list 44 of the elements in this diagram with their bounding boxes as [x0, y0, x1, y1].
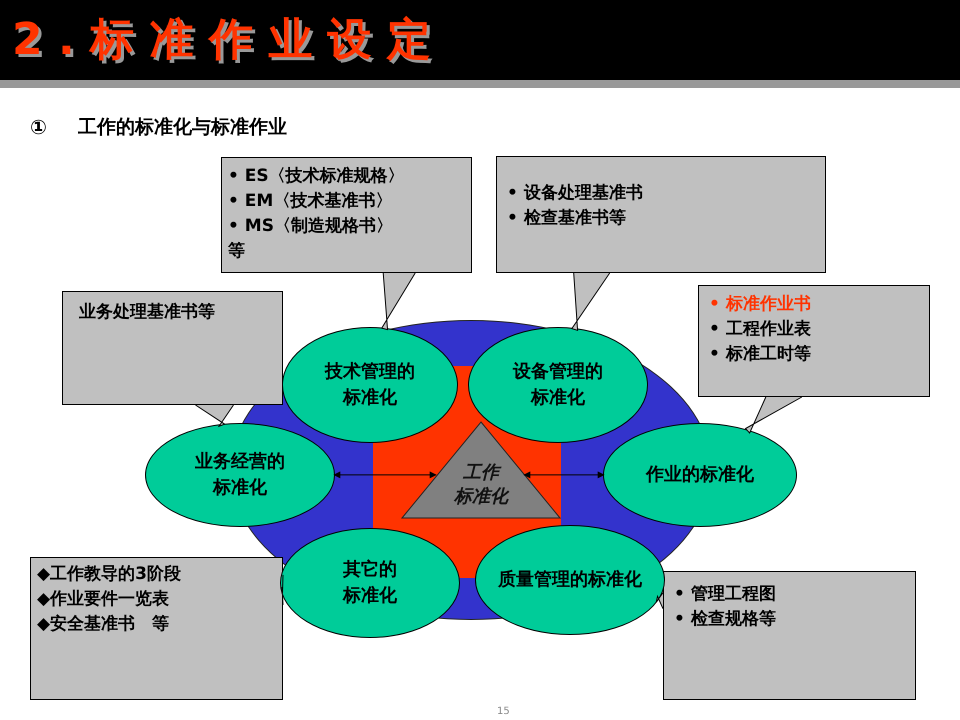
node-text: 标准化 [343, 386, 397, 410]
callout-pointer [380, 272, 416, 330]
circled-number: ① [30, 114, 47, 141]
callout-box [663, 571, 916, 700]
node-text: • 工程作业表 [709, 318, 811, 341]
node-text: 技术管理的 [325, 360, 415, 384]
node-text: ◆工作教导的3阶段 [37, 563, 181, 586]
node-text: • MS〈制造规格书〉 [228, 215, 393, 238]
node-text: 业务经营的 [195, 450, 285, 474]
node-text: 标准化 [213, 476, 267, 500]
node-text: 作业的标准化 [646, 463, 754, 487]
node-text: 标准化 [343, 584, 397, 608]
callout-pointer [656, 592, 664, 610]
triangle-node [401, 421, 561, 519]
node-text: 设备管理的 [513, 360, 603, 384]
callout-pointer [571, 272, 610, 332]
node-text: • EM〈技术基准书〉 [228, 190, 392, 213]
node-text: 其它的 [343, 558, 397, 582]
double-arrow [333, 471, 437, 478]
node-text: • 标准作业书 [709, 293, 811, 316]
page-number: 15 [497, 705, 510, 719]
node-text: • 检查基准书等 [507, 207, 626, 230]
node-text: • ES〈技术标准规格〉 [228, 165, 405, 188]
double-arrow [523, 471, 605, 478]
node-text: • 管理工程图 [674, 583, 776, 606]
node-text: • 设备处理基准书 [507, 182, 643, 205]
node-text: 等 [228, 240, 245, 263]
callout-box [62, 291, 283, 405]
node-text: 业务处理基准书等 [79, 301, 215, 324]
subtitle: 工作的标准化与标准作业 [78, 115, 287, 140]
callout-pointer [744, 396, 802, 434]
callout-pointer [195, 404, 234, 428]
callout-box [496, 156, 826, 273]
node-text: • 检查规格等 [674, 608, 776, 631]
node-text: 标准化 [531, 386, 585, 410]
node-text: 标准化 [454, 485, 508, 509]
node-text: • 标准工时等 [709, 343, 811, 366]
node-text: 质量管理的标准化 [498, 568, 642, 592]
title: 2.标准作业设定 [12, 13, 447, 67]
callout-box [30, 557, 283, 700]
node-text: ◆作业要件一览表 [37, 588, 170, 611]
node-text: ◆安全基准书 等 [37, 613, 170, 636]
node-text: 工作 [463, 461, 499, 485]
callout-box [221, 157, 472, 273]
